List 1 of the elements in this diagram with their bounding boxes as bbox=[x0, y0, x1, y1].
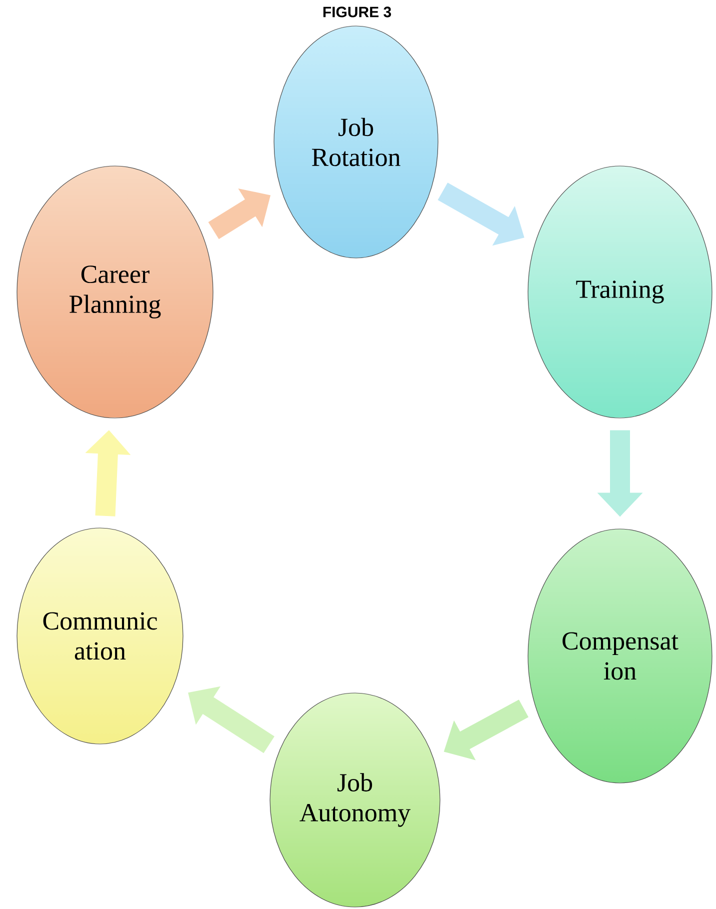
figure-title: FIGURE 3 bbox=[323, 6, 392, 18]
